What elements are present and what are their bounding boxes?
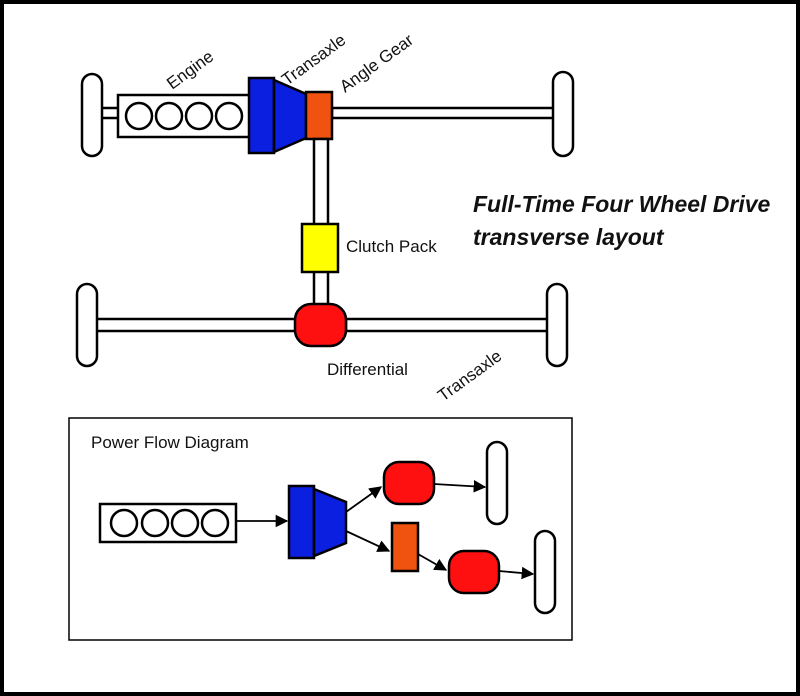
front-right-wheel <box>551 70 575 158</box>
inset-engine <box>98 502 238 544</box>
front-transaxle <box>247 76 308 155</box>
rear-right-axle-shaft <box>344 317 550 333</box>
inset-angle-gear <box>390 521 420 573</box>
engine-label: Engine <box>163 47 217 93</box>
engine-cylinder-1 <box>124 101 154 131</box>
propeller-shaft-upper <box>312 137 330 227</box>
inset-rear-differential <box>447 549 501 595</box>
inset-transaxle <box>287 484 348 560</box>
inset-title: Power Flow Diagram <box>91 433 249 452</box>
inset-border <box>68 417 573 641</box>
inset-front-wheel <box>485 440 509 526</box>
inset-rear-wheel <box>533 529 557 615</box>
differential-label: Differential <box>327 360 408 379</box>
power-flow-inset: Power Flow Diagram <box>68 417 573 641</box>
arrow-front-differential-to-wheel <box>433 480 487 493</box>
arrow-rear-differential-to-wheel <box>498 566 535 580</box>
rear-left-axle-shaft <box>94 317 298 333</box>
engine-block <box>116 93 252 139</box>
arrow-angle-gear-to-rear-differential <box>417 553 448 571</box>
arrow-transaxle-to-front-differential <box>345 486 383 513</box>
rear-axle <box>75 282 569 368</box>
diagram-title-line-1: Full-Time Four Wheel Drive <box>473 191 771 217</box>
clutch-pack-label: Clutch Pack <box>346 237 437 256</box>
inset-engine-cylinder-4 <box>200 508 230 538</box>
front-left-wheel <box>80 72 104 158</box>
angle-gear-label: Angle Gear <box>336 30 417 96</box>
diagram-title-line-2: transverse layout <box>473 224 665 250</box>
engine-cylinder-4 <box>214 101 244 131</box>
rear-right-wheel <box>545 282 569 368</box>
transaxle-rear-label: Transaxle <box>434 346 505 405</box>
engine-cylinder-2 <box>154 101 184 131</box>
front-axle <box>80 70 575 158</box>
inset-engine-cylinder-2 <box>140 508 170 538</box>
clutch-pack <box>300 222 340 274</box>
inset-front-differential <box>382 460 436 506</box>
arrow-transaxle-to-angle-gear <box>345 530 391 552</box>
front-right-axle-shaft <box>330 106 556 120</box>
angle-gear <box>304 90 334 141</box>
rear-left-wheel <box>75 282 99 368</box>
rear-differential <box>293 302 348 348</box>
inset-engine-cylinder-1 <box>109 508 139 538</box>
propeller-shaft-lower <box>312 269 330 309</box>
inset-engine-cylinder-3 <box>170 508 200 538</box>
engine-cylinder-3 <box>184 101 214 131</box>
